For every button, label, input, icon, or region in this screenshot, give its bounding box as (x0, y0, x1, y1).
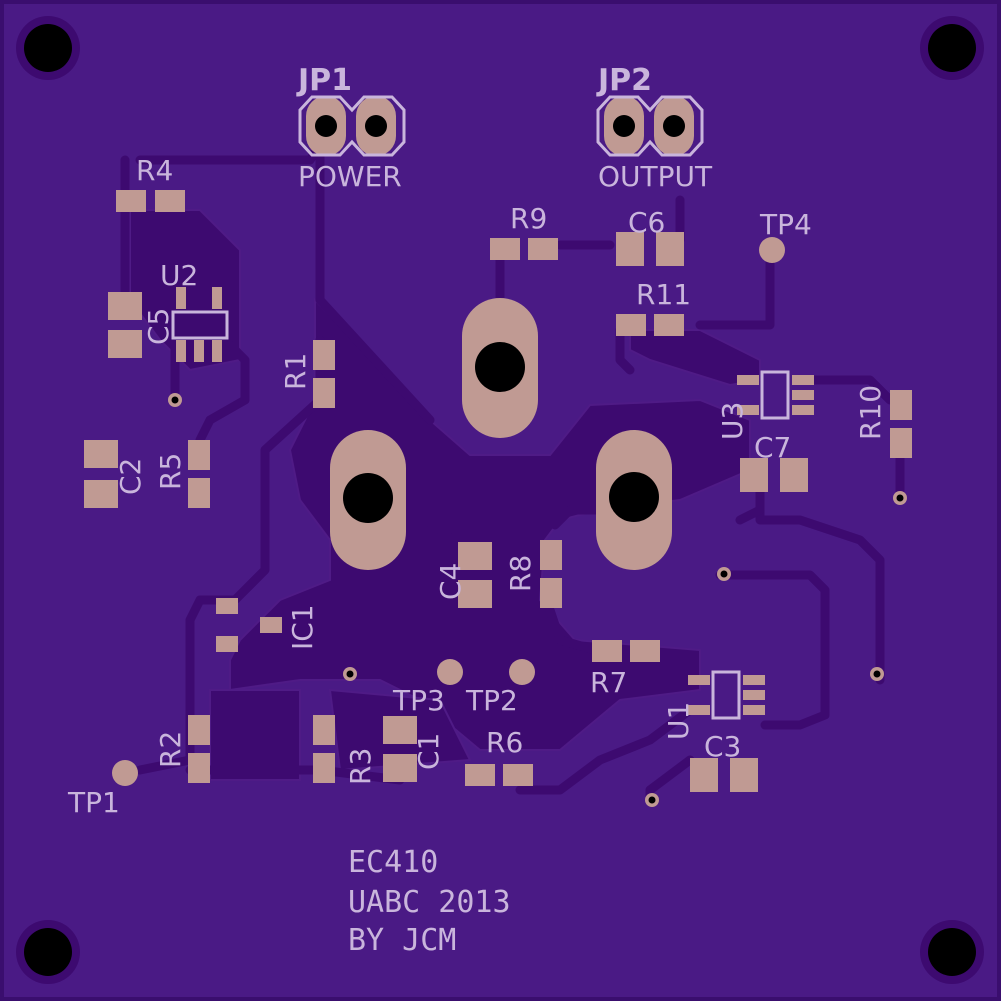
label-u2: U2 (160, 259, 198, 292)
smd-pads (84, 190, 912, 792)
label-r6: R6 (486, 726, 523, 759)
label-c6: C6 (628, 206, 665, 239)
label-power: POWER (298, 160, 402, 193)
test-points (112, 237, 785, 786)
label-c1: C1 (412, 733, 445, 770)
label-r10: R10 (854, 385, 887, 440)
test-point-tp2 (509, 659, 535, 685)
vias (168, 393, 907, 807)
label-c7: C7 (754, 431, 791, 464)
label-c5: C5 (142, 308, 175, 345)
test-point-tp1 (112, 760, 138, 786)
label-jp2: JP2 (596, 63, 652, 98)
jumper-jp2 (596, 95, 704, 157)
label-u1: U1 (662, 702, 695, 740)
label-output: OUTPUT (598, 160, 713, 193)
label-tp1: TP1 (67, 786, 120, 819)
copper-pours (129, 209, 761, 781)
label-r7: R7 (590, 666, 627, 699)
ic-outlines (171, 310, 790, 720)
footer-line-1: EC410 (348, 845, 438, 880)
board-footer: EC410 UABC 2013 BY JCM (348, 845, 511, 958)
label-r11: R11 (636, 278, 691, 311)
label-c3: C3 (704, 730, 741, 763)
test-point-tp3 (437, 659, 463, 685)
label-r1: R1 (279, 353, 312, 390)
jumper-jp1 (298, 95, 406, 157)
label-c4: C4 (434, 563, 467, 600)
silkscreen-labels: JP1 POWER JP2 OUTPUT R4 U2 C5 R1 C2 R5 R… (67, 63, 887, 819)
label-r5: R5 (154, 453, 187, 490)
label-r4: R4 (136, 154, 173, 187)
label-r2: R2 (154, 731, 187, 768)
label-c2: C2 (114, 458, 147, 495)
label-r8: R8 (504, 555, 537, 592)
label-tp2: TP2 (465, 684, 518, 717)
test-point-tp4 (759, 237, 785, 263)
footer-line-3: BY JCM (348, 923, 456, 958)
label-tp4: TP4 (759, 208, 812, 241)
label-ic1: IC1 (286, 604, 319, 650)
label-jp1: JP1 (296, 63, 352, 98)
label-r9: R9 (510, 202, 547, 235)
mounting-holes (16, 16, 984, 984)
label-u3: U3 (716, 402, 749, 440)
label-tp3: TP3 (392, 684, 445, 717)
large-oval-pads (330, 298, 672, 570)
footer-line-2: UABC 2013 (348, 885, 511, 920)
label-r3: R3 (344, 748, 377, 785)
